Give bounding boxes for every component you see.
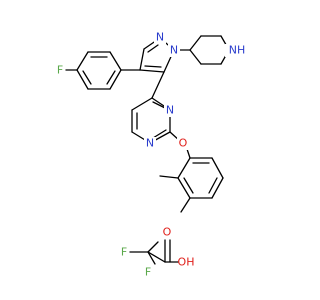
molecule-diagram: F N N NH N N O F F: [57, 31, 245, 279]
tfa-fluorine-bottom: F: [145, 266, 151, 279]
imidazole-n3-atom: N: [154, 31, 166, 44]
svg-text:O: O: [163, 226, 172, 239]
hydroxyl-oh-atom: OH: [178, 256, 195, 269]
svg-text:F: F: [57, 64, 63, 77]
svg-text:OH: OH: [178, 256, 195, 269]
ether-oxygen-atom: O: [177, 137, 189, 150]
carbonyl-oxygen-atom: O: [163, 226, 172, 239]
pyrimidine-n1-atom: N: [144, 137, 156, 150]
svg-text:N: N: [170, 44, 178, 57]
svg-text:F: F: [121, 246, 127, 259]
piperidine-nh-atom: NH: [225, 44, 246, 57]
atom-layer: F N N NH N N O F F: [57, 31, 245, 279]
structure-svg: F N N NH N N O F F: [57, 31, 245, 279]
svg-text:O: O: [179, 137, 188, 150]
svg-text:F: F: [145, 266, 151, 279]
svg-text:N: N: [156, 31, 164, 44]
svg-text:NH: NH: [229, 44, 246, 57]
svg-text:N: N: [146, 137, 154, 150]
fluorine-atom-aryl: F: [57, 64, 63, 77]
imidazole-n1-atom: N: [168, 44, 180, 57]
tfa-fluorine-left: F: [121, 246, 127, 259]
svg-text:N: N: [166, 104, 174, 117]
pyrimidine-n3-atom: N: [164, 104, 176, 117]
